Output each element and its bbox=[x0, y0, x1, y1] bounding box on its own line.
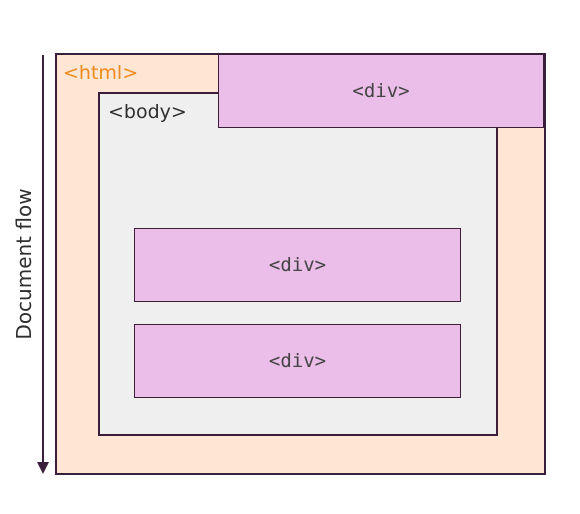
document-flow-arrow bbox=[42, 55, 44, 463]
html-element-label: <html> bbox=[63, 62, 139, 84]
div-element-bottom: <div> bbox=[134, 324, 461, 398]
arrow-head-icon bbox=[37, 462, 49, 474]
div-element-top: <div> bbox=[218, 54, 544, 128]
document-flow-label: Document flow bbox=[12, 188, 36, 340]
body-element-label: <body> bbox=[108, 101, 187, 123]
div-element-middle: <div> bbox=[134, 228, 461, 302]
